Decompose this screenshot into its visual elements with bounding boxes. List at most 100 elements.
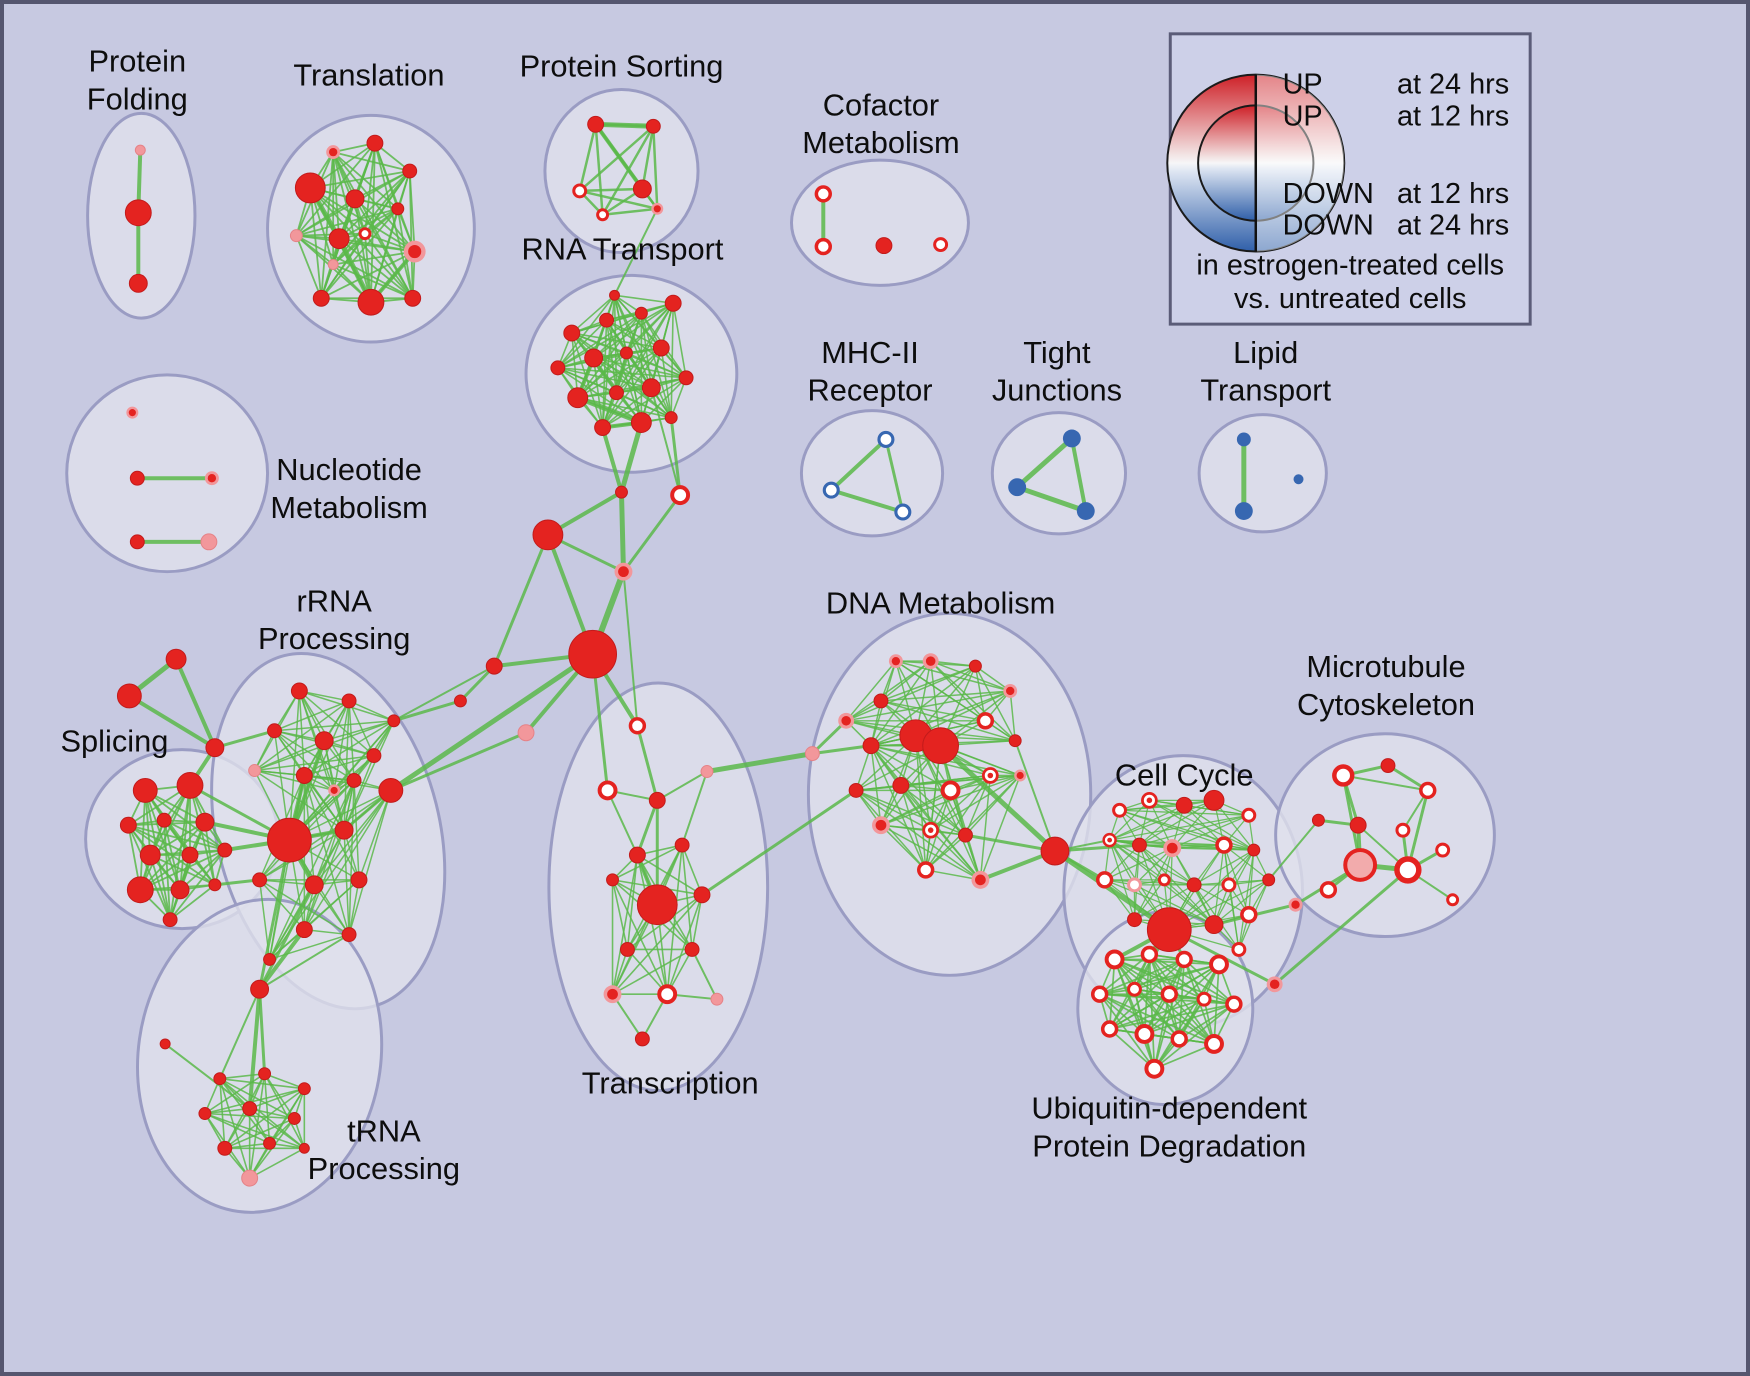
edge-t1-t3 [332, 151, 411, 172]
edge-t9-t11 [320, 232, 366, 300]
edge-rr15-rr17 [348, 879, 360, 936]
node-dm0 [804, 746, 820, 762]
node-rr17 [341, 927, 357, 943]
label-rna-transport: RNA Transport [521, 232, 723, 267]
edge-rt4-rt12 [672, 302, 687, 379]
node-dm15 [981, 767, 999, 784]
node-rt12 [678, 370, 694, 386]
node-rt14 [630, 412, 652, 433]
node-tr11 [241, 1169, 259, 1187]
node-x3 [517, 724, 535, 742]
node-sp4 [156, 812, 172, 828]
node-tx8 [636, 884, 678, 926]
edge-ub1-ub4 [1113, 958, 1220, 966]
node-sp11 [208, 878, 222, 892]
edge-tr6-tr10 [248, 1107, 306, 1150]
node-sp10 [170, 880, 190, 900]
edge-sp1-sp9 [139, 789, 147, 891]
node-dm5 [968, 659, 982, 673]
node-x2 [485, 657, 503, 675]
node-ub10 [1100, 1020, 1119, 1038]
edge-t3-t4 [309, 170, 411, 189]
edge-rt11-rt16 [613, 294, 653, 389]
edge-rt4-rt16 [613, 294, 674, 305]
node-ub14 [1144, 1058, 1165, 1079]
edge-cc4-cc10 [1213, 799, 1255, 851]
edge-mh1-mh3 [884, 437, 905, 514]
node-rt13 [594, 419, 612, 436]
edge-rt3-rt6 [592, 312, 643, 359]
edge-rr2-rr6 [348, 700, 375, 757]
edge-cc0-cc17 [1052, 848, 1172, 933]
node-tx2 [597, 780, 618, 801]
node-tx3 [648, 791, 666, 809]
edge-tr6-tr7 [248, 1107, 296, 1120]
node-rr5 [314, 731, 334, 751]
label-dna-metabolism: DNA Metabolism [826, 585, 1055, 620]
edge-dm16-dm21 [979, 774, 1021, 881]
node-c1 [615, 485, 628, 499]
edge-rr13-rr16 [258, 879, 306, 931]
node-tx4 [700, 765, 714, 778]
node-c4 [614, 562, 633, 581]
edge-dm19-dm20 [924, 834, 967, 871]
edge-dm2-dm10 [880, 700, 987, 722]
legend-direction-label-1: UP [1283, 100, 1323, 132]
node-ps4 [632, 179, 652, 199]
node-tr4 [297, 1082, 311, 1096]
edge-rt1-rt16 [570, 294, 616, 334]
edge-tr6-tr8 [224, 1107, 251, 1150]
edge-ps5-ps6 [601, 207, 659, 217]
node-mh2 [822, 481, 840, 499]
node-ub6 [1127, 981, 1142, 997]
node-cc7 [1131, 837, 1147, 853]
node-rt5 [550, 360, 566, 376]
edge-sp5-sp9 [139, 821, 206, 891]
edge-cc1-cc8 [1118, 809, 1173, 849]
edge-cc13-cc16 [1133, 879, 1165, 921]
node-tr3 [258, 1067, 272, 1081]
cluster-ellipse-nucleotide-metabolism [65, 373, 270, 574]
edge-rr3-rr4 [273, 720, 395, 732]
node-sp5 [195, 812, 215, 832]
edge-cc7-cc14 [1138, 844, 1195, 886]
node-dm14 [940, 780, 961, 801]
edge-tr10-tr11 [248, 1147, 306, 1179]
edge-tr3-tr9 [263, 1072, 271, 1145]
node-tx14 [710, 992, 724, 1006]
edge-tx1-tx3 [635, 724, 659, 802]
edge-dm17-dm20 [880, 824, 927, 871]
node-cc10 [1247, 843, 1261, 857]
edge-ub4-ub11 [1143, 963, 1220, 1035]
edge-rt8-rt9 [576, 347, 663, 399]
edge-cc3-cc9 [1183, 804, 1225, 846]
edge-dm17-dm21 [880, 824, 982, 881]
node-tj1 [1062, 429, 1081, 448]
edge-sb-sc [127, 693, 217, 750]
node-x1 [453, 694, 467, 708]
node-tr7 [287, 1112, 301, 1125]
edge-tr3-tr10 [263, 1072, 306, 1150]
edge-tx4-dm0 [704, 751, 815, 774]
edge-dm19-cc0 [963, 833, 1057, 853]
edge-tx3-tx5 [635, 798, 659, 857]
edge-t3-t13 [408, 170, 414, 300]
edge-rr4-rr19 [273, 730, 335, 792]
edge-tj1-tj3 [1069, 436, 1088, 514]
edge-ub4-ub14 [1153, 963, 1220, 1070]
edge-tr7-tr8 [224, 1117, 296, 1150]
edge-tx7-tx10 [611, 879, 629, 951]
edge-tj1-tj2 [1014, 435, 1075, 490]
legend-caption-line-2: vs. untreated cells [1234, 283, 1466, 315]
node-mc3 [1419, 781, 1437, 800]
edge-cc5-cc8 [1171, 814, 1250, 849]
node-cc19 [1240, 905, 1258, 924]
node-cc8 [1163, 839, 1182, 858]
node-cc6 [1102, 832, 1117, 848]
edge-tx9-tx11 [691, 893, 703, 951]
edge-rr9-rr18 [268, 779, 355, 961]
edge-tx2-tx5 [606, 789, 639, 857]
node-rr19 [328, 784, 341, 797]
edge-rt11-rt13 [601, 386, 653, 429]
